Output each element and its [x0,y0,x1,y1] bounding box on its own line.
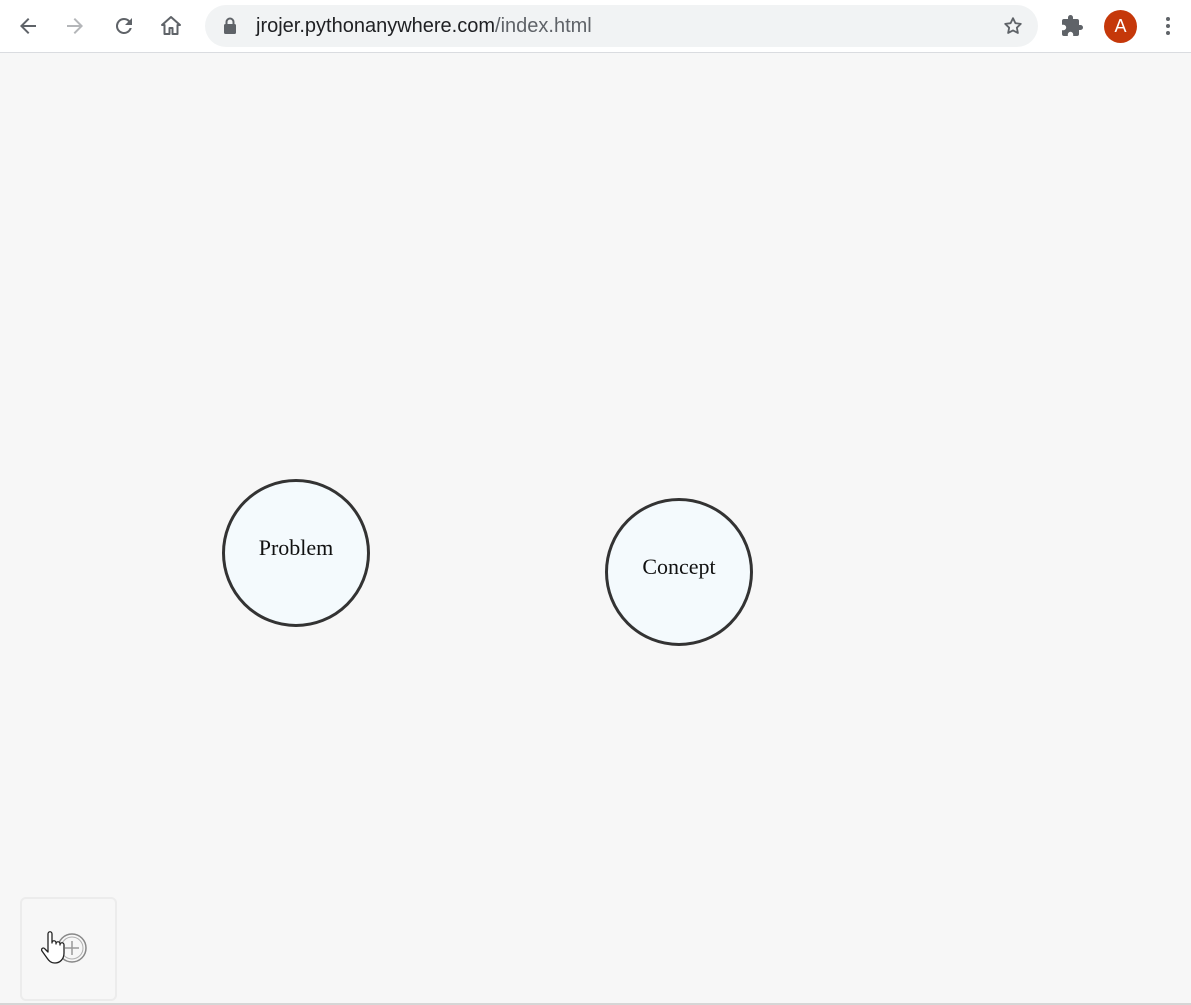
arrow-left-icon [20,18,36,34]
add-node-tool[interactable] [20,897,117,1001]
address-path: /index.html [495,15,592,37]
reload-icon [115,17,132,34]
graph-canvas[interactable]: Problem Concept [0,54,1191,1004]
node-label: Problem [258,535,334,560]
reload-button[interactable] [106,8,142,44]
star-icon[interactable] [1002,15,1024,37]
node-problem[interactable]: Problem [222,479,370,627]
address-bar[interactable]: jrojer.pythonanywhere.com/index.html [205,5,1038,47]
back-button[interactable] [10,8,46,44]
lock-icon [224,17,236,34]
kebab-menu-icon [1166,17,1170,35]
node-concept[interactable]: Concept [605,498,753,646]
arrow-right-icon [67,18,83,34]
add-node-icon [40,931,87,964]
extensions-button[interactable] [1054,8,1090,44]
forward-button[interactable] [57,8,93,44]
node-label: Concept [642,554,716,579]
page-bottom-divider [0,1003,1191,1005]
browser-toolbar: jrojer.pythonanywhere.com/index.html A [0,0,1191,53]
address-text[interactable]: jrojer.pythonanywhere.com/index.html [256,15,592,37]
home-button[interactable] [153,8,189,44]
home-icon [161,16,181,35]
puzzle-icon [1062,15,1083,36]
profile-avatar[interactable]: A [1104,10,1137,43]
address-host: jrojer.pythonanywhere.com [256,15,496,37]
browser-menu-button[interactable] [1150,8,1186,44]
